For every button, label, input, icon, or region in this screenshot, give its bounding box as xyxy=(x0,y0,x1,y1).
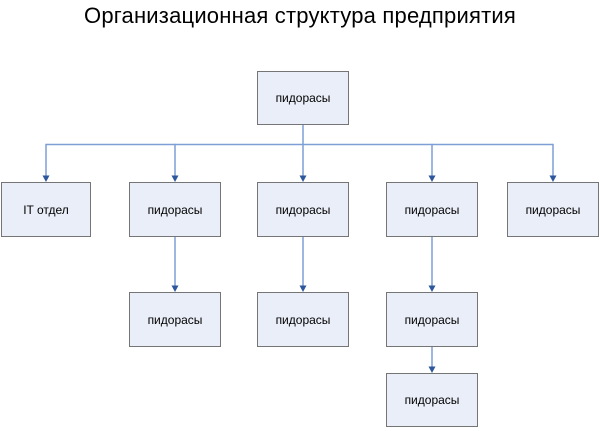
org-node-label: пидорасы xyxy=(404,312,460,327)
org-node-sub-3: пидорасы xyxy=(257,292,349,347)
org-node-root: пидорасы xyxy=(257,71,349,125)
org-node-dept-5: пидорасы xyxy=(507,182,599,237)
org-node-it-dept: IT отдел xyxy=(1,182,91,237)
org-node-label: пидорасы xyxy=(275,91,331,105)
org-node-dept-4: пидорасы xyxy=(386,182,478,237)
org-node-dept-3: пидорасы xyxy=(257,182,349,237)
org-node-label: пидорасы xyxy=(275,312,331,327)
org-node-sub-sub-4: пидорасы xyxy=(386,373,478,427)
org-node-label: пидорасы xyxy=(404,202,460,217)
org-node-label: пидорасы xyxy=(275,202,331,217)
org-node-label: пидорасы xyxy=(147,312,203,327)
org-node-sub-4: пидорасы xyxy=(386,292,478,347)
diagram-title: Организационная структура предприятия xyxy=(84,3,516,28)
org-node-dept-2: пидорасы xyxy=(129,182,221,237)
org-node-label: IT отдел xyxy=(23,202,69,217)
org-node-sub-2: пидорасы xyxy=(129,292,221,347)
org-node-label: пидорасы xyxy=(404,393,460,407)
org-node-label: пидорасы xyxy=(147,202,203,217)
org-node-label: пидорасы xyxy=(525,202,581,217)
